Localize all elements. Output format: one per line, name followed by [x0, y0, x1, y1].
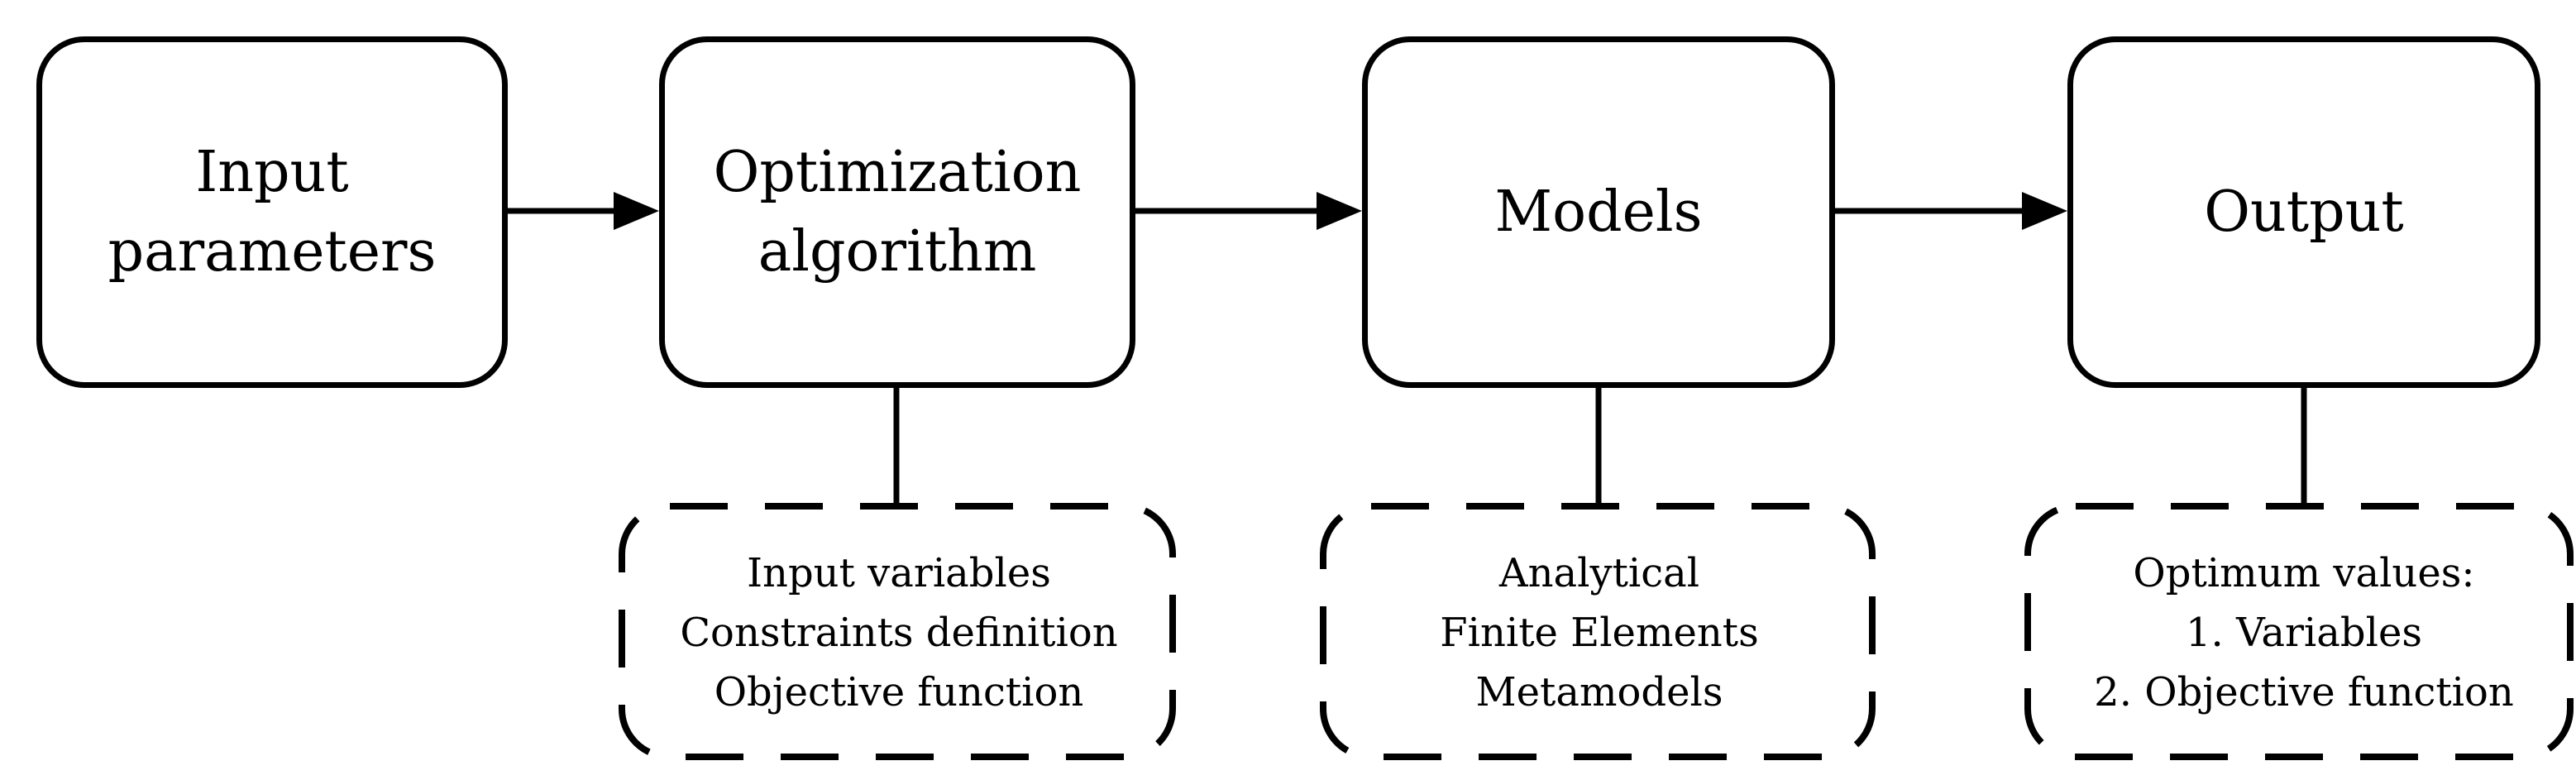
note-optim-line-1: Input variables [747, 549, 1051, 596]
note-optimization-details: Input variables Constraints definition O… [622, 506, 1176, 758]
arrow-input-to-optim [508, 192, 659, 230]
note-models-details: Analytical Finite Elements Metamodels [1323, 506, 1876, 758]
box-input-parameters: Input parameters [36, 36, 508, 388]
box-input-line-1: Input [195, 139, 349, 205]
note-optim-line-3: Objective function [714, 668, 1084, 715]
box-optim-line-2: algorithm [758, 218, 1037, 285]
box-output-line-1: Output [2204, 179, 2404, 245]
note-output-details: Optimum values: 1. Variables 2. Objectiv… [2028, 506, 2576, 758]
box-optim-line-1: Optimization [713, 139, 1082, 205]
box-models-line-1: Models [1494, 179, 1703, 245]
note-optim-outline [619, 503, 1176, 760]
arrow-optim-to-models [1135, 192, 1362, 230]
note-output-line-1: Optimum values: [2133, 549, 2475, 596]
note-models-line-1: Analytical [1498, 549, 1700, 596]
box-models: Models [1362, 36, 1835, 388]
note-models-outline [1320, 503, 1876, 760]
note-models-line-3: Metamodels [1475, 668, 1723, 715]
note-output-line-3: 2. Objective function [2094, 668, 2514, 715]
note-models-line-2: Finite Elements [1440, 609, 1759, 656]
box-input-line-2: parameters [108, 218, 437, 285]
note-output-outline [2024, 503, 2574, 760]
box-output: Output [2067, 36, 2540, 388]
arrow-models-to-output [1835, 192, 2067, 230]
note-optim-line-2: Constraints definition [680, 609, 1118, 656]
box-optimization-algorithm: Optimization algorithm [659, 36, 1135, 388]
note-output-line-2: 1. Variables [2186, 609, 2422, 656]
